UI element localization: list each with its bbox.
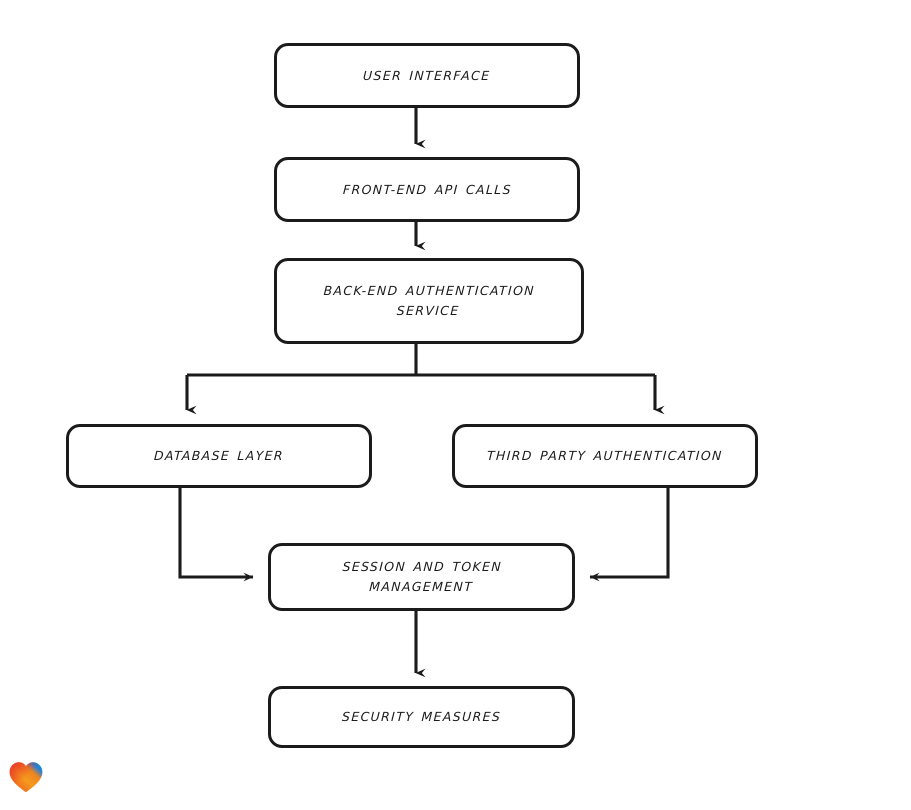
edge-database-to-session [178,488,254,582]
node-database-layer[interactable]: DATABASE LAYER [66,424,372,488]
edge-third-party-to-session [589,488,670,582]
node-user-interface-label: USER INTERFACE [362,67,492,83]
node-third-party-authentication[interactable]: THIRD PARTY AUTHENTICATION [452,424,758,488]
node-session-and-token-management[interactable]: SESSION AND TOKEN MANAGEMENT [268,543,575,611]
node-database-layer-label: DATABASE LAYER [153,448,285,463]
node-user-interface[interactable]: USER INTERFACE [274,43,580,108]
node-backend-authentication-service[interactable]: BACK-END AUTHENTICATION SERVICE [274,258,584,344]
node-frontend-api-calls[interactable]: FRONT-END API CALLS [274,157,580,222]
heart-icon [9,762,43,793]
node-frontend-api-calls-label: FRONT-END API CALLS [342,181,512,197]
node-security-measures[interactable]: SECURITY MEASURES [268,686,575,748]
node-backend-authentication-service-label: BACK-END AUTHENTICATION SERVICE [323,283,536,318]
node-session-and-token-management-label: SESSION AND TOKEN MANAGEMENT [341,559,503,594]
node-third-party-authentication-label: THIRD PARTY AUTHENTICATION [486,448,724,463]
node-security-measures-label: SECURITY MEASURES [341,709,502,724]
